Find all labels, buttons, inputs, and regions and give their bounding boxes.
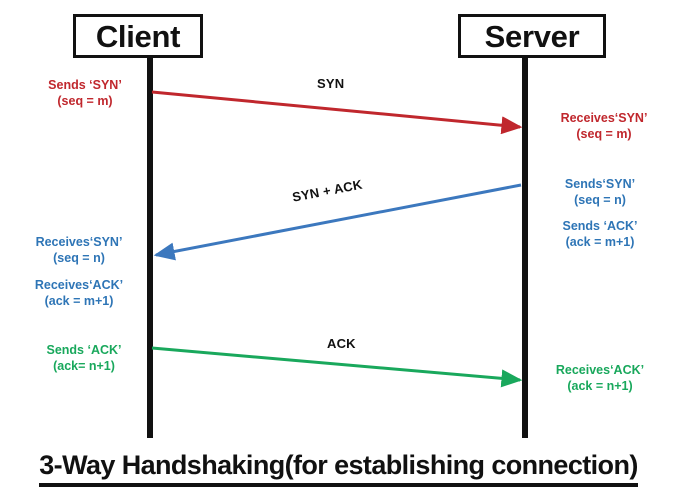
node-label-server: Server — [484, 18, 580, 54]
note-line: (ack = n+1) — [567, 379, 633, 393]
note-server-sends-syn: Sends‘SYN’ (seq = n) — [536, 176, 664, 208]
diagram-caption-text: 3-Way Handshaking(for establishing conne… — [39, 448, 638, 487]
node-label-client: Client — [95, 18, 181, 54]
note-line: (seq = m) — [576, 127, 632, 141]
note-client-sends-ack: Sends ‘ACK’ (ack= n+1) — [22, 342, 146, 374]
note-client-receives-ack: Receives‘ACK’ (ack = m+1) — [14, 277, 144, 309]
lifeline-client — [147, 56, 153, 438]
arrow-caption-syn-ack: SYN + ACK — [291, 176, 364, 205]
note-line: (seq = n) — [574, 193, 626, 207]
node-box-client: Client — [73, 14, 203, 58]
note-line: Sends ‘ACK’ — [46, 343, 122, 357]
arrow-ack — [151, 346, 523, 388]
note-line: (ack = m+1) — [44, 294, 114, 308]
note-client-sends-syn: Sends ‘SYN’ (seq = m) — [25, 77, 145, 109]
note-line: Receives‘ACK’ — [555, 363, 645, 377]
arrow-caption-syn: SYN — [317, 76, 345, 91]
arrow-syn — [151, 90, 523, 135]
note-line: Sends‘SYN’ — [564, 177, 636, 191]
note-line: (ack = m+1) — [565, 235, 635, 249]
note-line: (seq = n) — [53, 251, 105, 265]
note-server-receives-ack: Receives‘ACK’ (ack = n+1) — [536, 362, 664, 394]
note-line: (ack= n+1) — [53, 359, 115, 373]
node-box-server: Server — [458, 14, 606, 58]
note-server-receives-syn: Receives‘SYN’ (seq = m) — [540, 110, 668, 142]
note-line: Receives‘SYN’ — [35, 235, 123, 249]
note-server-sends-ack: Sends ‘ACK’ (ack = m+1) — [536, 218, 664, 250]
arrow-caption-ack: ACK — [327, 336, 356, 351]
lifeline-server — [522, 56, 528, 438]
note-line: Receives‘SYN’ — [560, 111, 648, 125]
diagram-caption: 3-Way Handshaking(for establishing conne… — [0, 448, 677, 487]
note-client-receives-syn: Receives‘SYN’ (seq = n) — [14, 234, 144, 266]
note-line: Sends ‘ACK’ — [562, 219, 638, 233]
note-line: Receives‘ACK’ — [34, 278, 124, 292]
note-line: Sends ‘SYN’ — [48, 78, 122, 92]
note-line: (seq = m) — [57, 94, 113, 108]
